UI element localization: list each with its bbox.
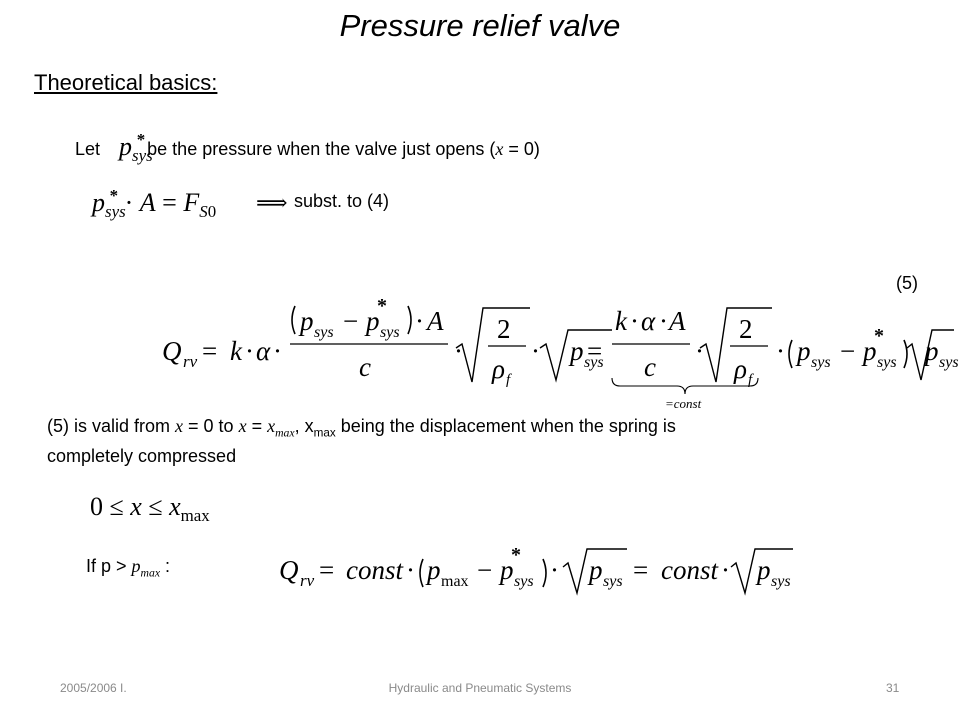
svg-text:k: k — [230, 336, 243, 366]
svg-text:sys: sys — [603, 573, 623, 590]
validity-xmax: x — [267, 416, 276, 436]
svg-text:·: · — [273, 336, 282, 366]
condition-sub: max — [140, 566, 161, 580]
svg-text:=: = — [633, 555, 648, 585]
svg-text:·: · — [630, 306, 639, 336]
implies-arrow: ⟹ — [256, 190, 288, 215]
validity-statement: (5) is valid from x = 0 to x = xmax, xma… — [47, 416, 676, 440]
validity-xmax-sub: max — [275, 426, 295, 440]
footer-date: 2005/2006 I. — [60, 681, 127, 695]
svg-text:·: · — [245, 336, 254, 366]
svg-text:max: max — [441, 573, 469, 590]
svg-text:p: p — [755, 555, 771, 585]
slide-title: Pressure relief valve — [339, 8, 621, 43]
svg-text:=: = — [202, 336, 217, 366]
svg-text:·: · — [415, 306, 424, 336]
svg-text:f: f — [506, 372, 512, 388]
validity-xmax2-sub: max — [313, 426, 336, 440]
svg-text:α: α — [641, 306, 656, 336]
implies-text: subst. to (4) — [294, 191, 390, 211]
svg-text:p: p — [568, 336, 584, 366]
svg-text:c: c — [644, 352, 656, 382]
saturated-flow-equation: Q rv = const · p max − p sys * · p sys =… — [279, 544, 793, 596]
let-prefix: Let — [75, 139, 101, 159]
validity-line-2: completely compressed — [47, 446, 237, 466]
condition-prefix: If p > — [86, 556, 132, 576]
validity-text-4: , x — [294, 416, 314, 436]
svg-text:p: p — [587, 555, 603, 585]
condition-statement: If p > pmax : — [86, 556, 171, 580]
let-var-x: x — [495, 139, 504, 159]
svg-text:*: * — [511, 544, 521, 566]
validity-text-3: = — [246, 416, 268, 436]
equation-number: (5) — [896, 273, 918, 293]
let-statement: Let psys*be the pressure when the valve … — [75, 130, 540, 166]
svg-text:Q: Q — [279, 555, 299, 585]
opening-force-equation: psys* · A = FS0 — [92, 186, 217, 222]
let-suffix-a: be the pressure when the valve just open… — [147, 139, 496, 159]
svg-text:*: * — [377, 295, 387, 317]
svg-text:p: p — [498, 555, 514, 585]
svg-text:p: p — [861, 336, 877, 366]
svg-text:2: 2 — [497, 314, 511, 344]
validity-text-5: being the displacement when the spring i… — [335, 416, 676, 436]
svg-text:·: · — [721, 555, 730, 585]
psys-star-symbol: psys* — [119, 130, 153, 166]
svg-text:k: k — [615, 306, 628, 336]
svg-text:·: · — [659, 306, 668, 336]
svg-text:sys: sys — [771, 573, 791, 590]
svg-text:c: c — [359, 352, 371, 382]
svg-text:sys: sys — [314, 324, 334, 341]
validity-text-2: = 0 to — [183, 416, 239, 436]
svg-text:·: · — [406, 555, 415, 585]
svg-text:p: p — [298, 306, 314, 336]
range-inequality: 0 ≤ x ≤ xmax — [90, 492, 210, 526]
svg-text:sys: sys — [877, 354, 897, 371]
svg-text:·: · — [531, 336, 540, 366]
footer-course-title: Hydraulic and Pneumatic Systems — [388, 681, 572, 695]
svg-text:=: = — [319, 555, 334, 585]
svg-text:p: p — [795, 336, 811, 366]
svg-text:rv: rv — [183, 352, 198, 371]
validity-x2: x — [238, 416, 247, 436]
flow-rate-equation: Q rv = k · α · p sys − p sys * · A c · 2… — [162, 295, 959, 395]
footer-page-number: 31 — [886, 681, 900, 695]
svg-text:*: * — [874, 325, 884, 347]
svg-text:sys: sys — [380, 324, 400, 341]
svg-text:sys: sys — [939, 354, 959, 371]
svg-text:·: · — [695, 336, 704, 366]
const-label: =const — [665, 396, 702, 411]
svg-text:const: const — [346, 555, 404, 585]
svg-text:const: const — [661, 555, 719, 585]
svg-text:p: p — [364, 306, 380, 336]
svg-text:sys: sys — [811, 354, 831, 371]
svg-text:sys: sys — [584, 354, 604, 371]
validity-x1: x — [175, 416, 184, 436]
svg-text:α: α — [256, 336, 271, 366]
svg-text:A: A — [425, 306, 444, 336]
condition-suffix: : — [160, 556, 171, 576]
condition-p: p — [131, 556, 141, 576]
svg-text:−: − — [840, 336, 855, 366]
svg-text:·: · — [454, 336, 463, 366]
svg-text:rv: rv — [300, 571, 315, 590]
svg-text:Q: Q — [162, 336, 182, 366]
let-suffix-b: = 0) — [503, 139, 540, 159]
svg-text:·: · — [550, 555, 559, 585]
svg-text:2: 2 — [739, 314, 753, 344]
svg-text:A: A — [667, 306, 686, 336]
svg-text:−: − — [343, 306, 358, 336]
svg-text:−: − — [477, 555, 492, 585]
svg-text:p: p — [425, 555, 441, 585]
section-heading: Theoretical basics: — [34, 70, 218, 95]
svg-text:sys: sys — [514, 573, 534, 590]
svg-text:·: · — [776, 336, 785, 366]
svg-text:p: p — [923, 336, 939, 366]
svg-text:ρ: ρ — [491, 354, 505, 384]
svg-text:ρ: ρ — [733, 354, 747, 384]
svg-text:f: f — [748, 372, 754, 388]
svg-text:=: = — [587, 336, 602, 366]
validity-text-1: (5) is valid from — [47, 416, 176, 436]
